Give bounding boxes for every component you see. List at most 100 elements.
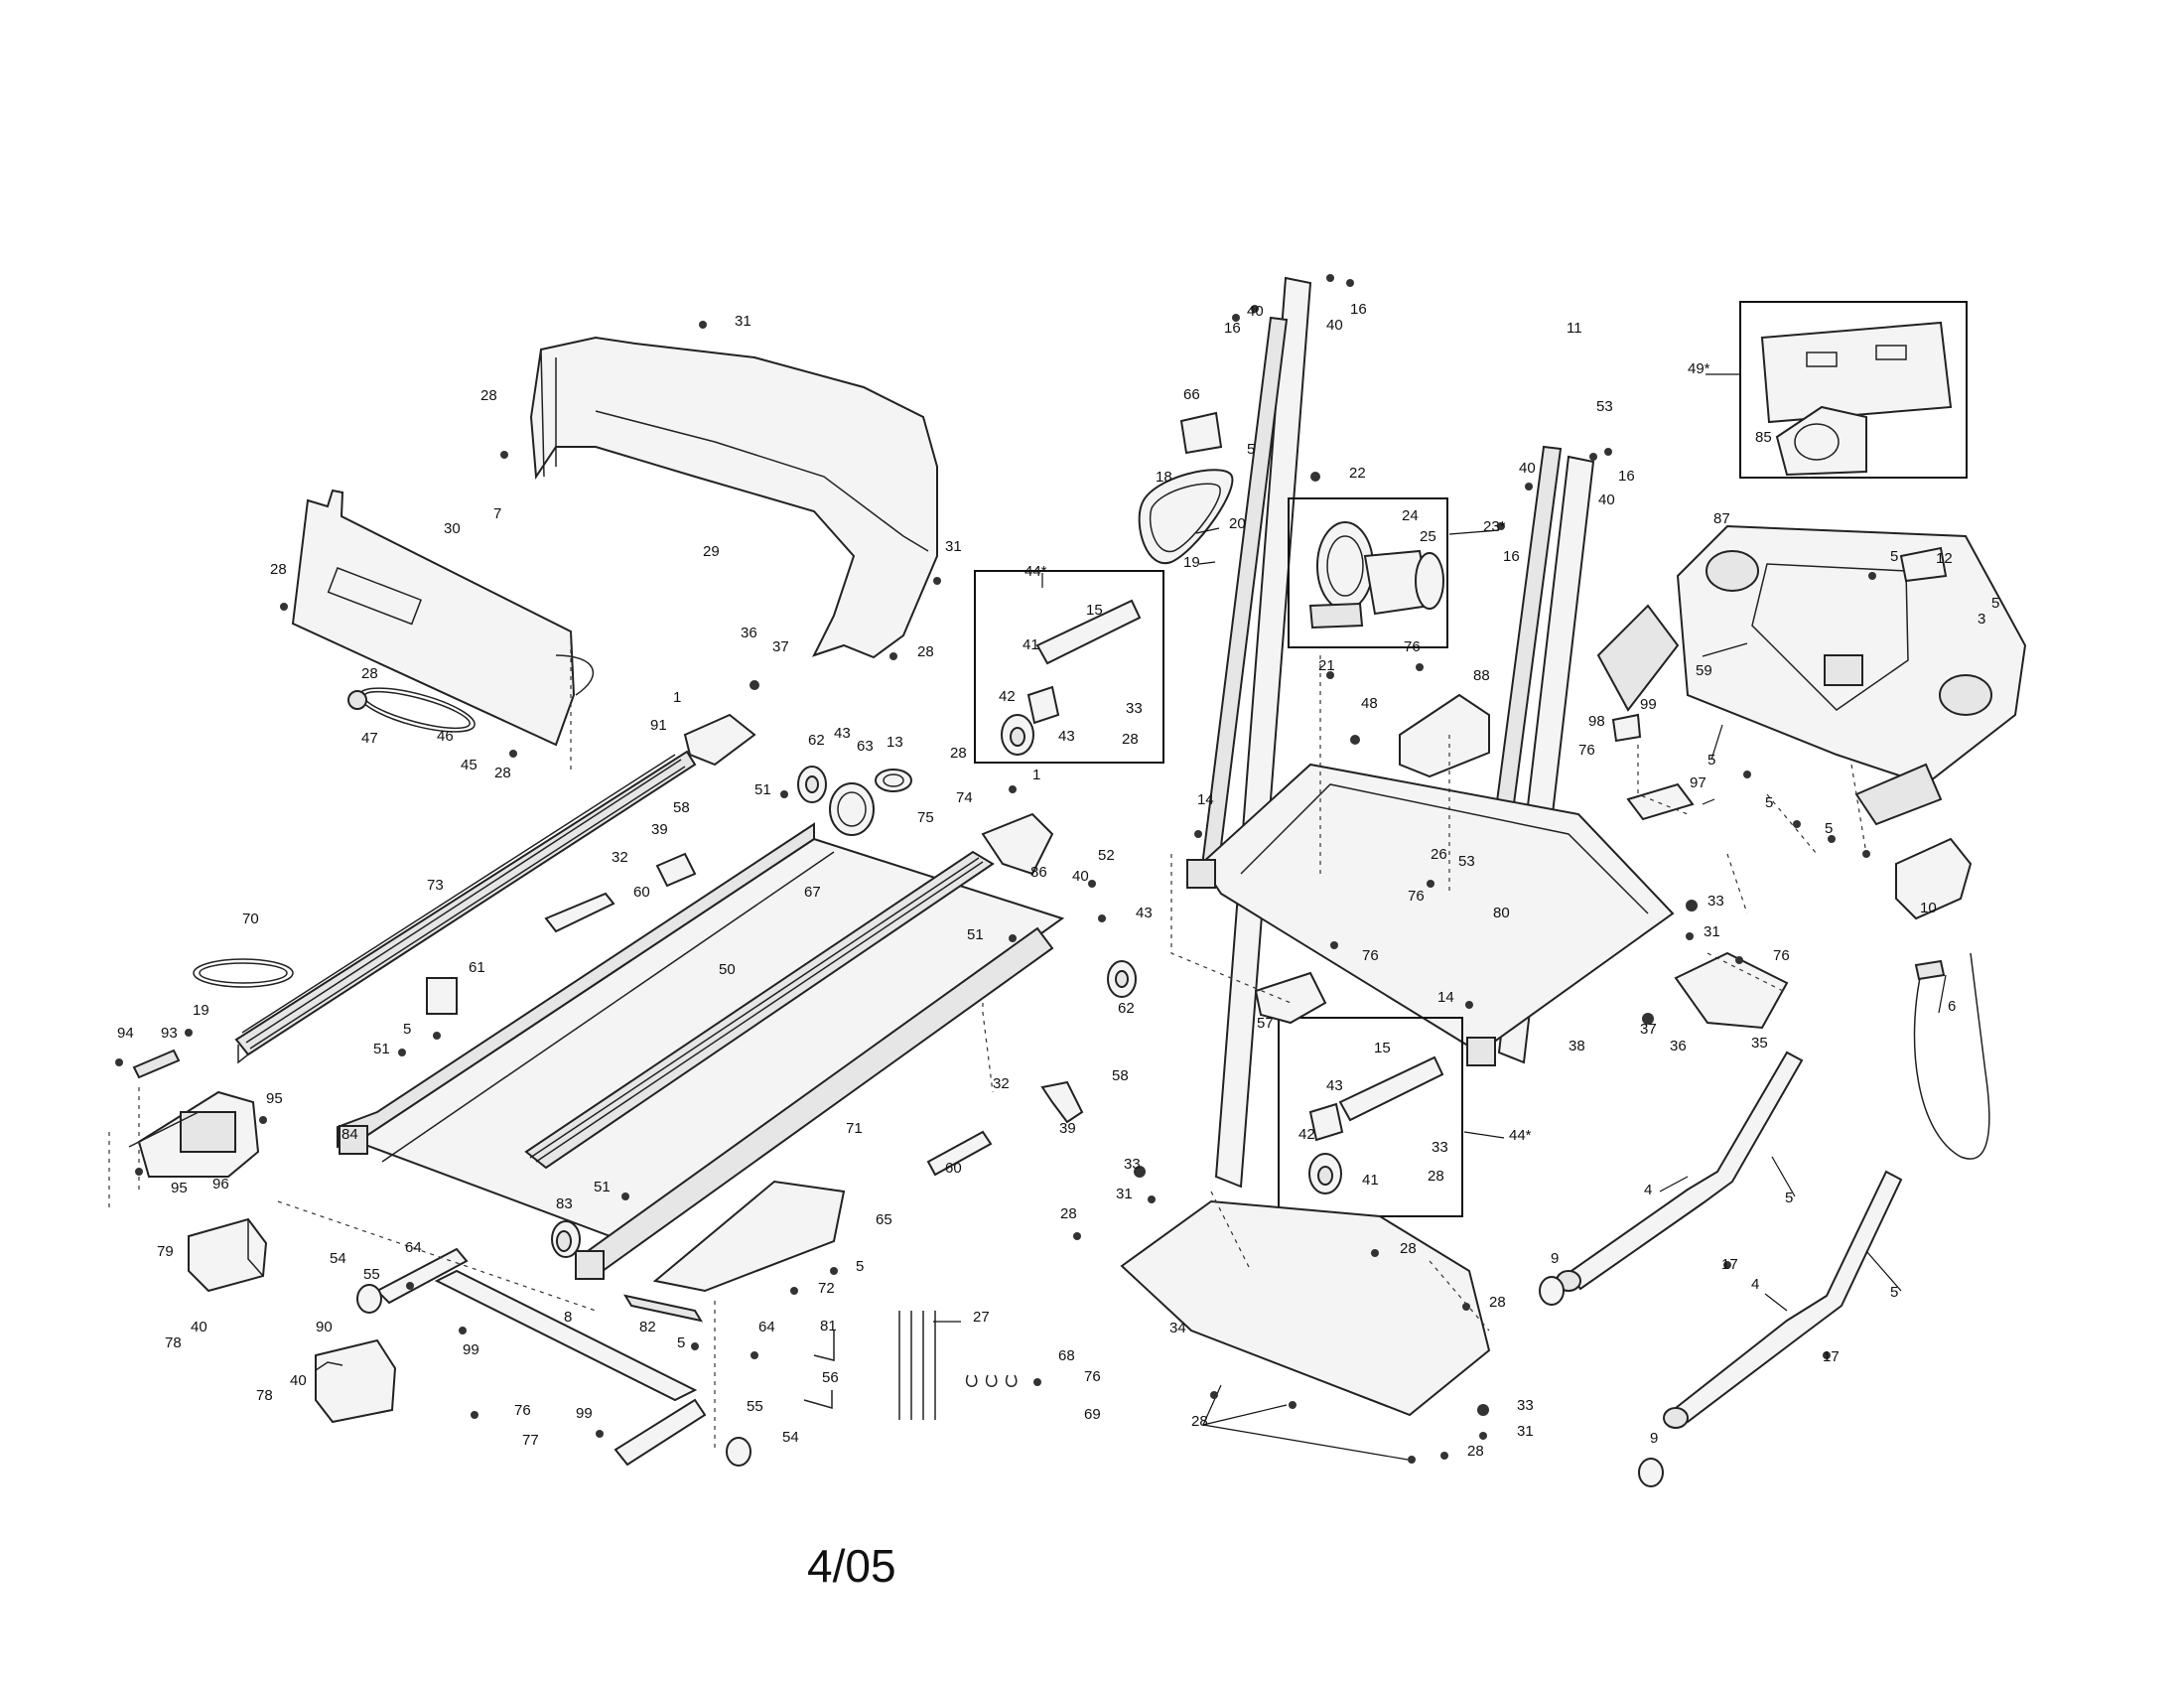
callout-label: 15 (1374, 1040, 1391, 1056)
callout-label: 60 (633, 884, 650, 901)
callout-label: 47 (361, 730, 378, 747)
callout-label: 48 (1361, 695, 1378, 712)
callout-label: 37 (772, 638, 789, 655)
callout-label: 86 (1030, 864, 1047, 881)
callout-label: 28 (361, 665, 378, 682)
bracket-58b (1040, 1080, 1084, 1124)
plate-97 (1626, 782, 1695, 821)
callout-label: 16 (1224, 320, 1241, 337)
callout-label: 61 (469, 959, 485, 976)
callout-label: 76 (1773, 947, 1790, 964)
callout-label: 99 (1640, 696, 1657, 713)
wrench-56 (803, 1390, 833, 1409)
callout-label: 68 (1058, 1347, 1075, 1364)
callout-label: 16 (1350, 301, 1367, 318)
callout-label: 28 (480, 387, 497, 404)
callout-label: 31 (1116, 1186, 1133, 1202)
callout-label: 33 (1707, 893, 1724, 910)
bracket-99 (1611, 713, 1642, 743)
callout-label: 33 (1124, 1156, 1141, 1173)
frame-84 (337, 822, 815, 1155)
console-base-85 (1775, 405, 1867, 477)
callout-label: 79 (157, 1243, 174, 1260)
hardware-fasteners (115, 274, 1876, 1464)
callout-label: 59 (1696, 662, 1712, 679)
callout-label: 76 (1578, 742, 1595, 759)
callout-label: 23* (1483, 518, 1506, 535)
bracket-91 (683, 713, 756, 767)
handrail-4a (1556, 1051, 1804, 1292)
callout-label: 97 (1690, 774, 1706, 791)
callout-label: 65 (876, 1211, 892, 1228)
callout-label: 88 (1473, 667, 1490, 684)
callout-label: 98 (1588, 713, 1605, 730)
callout-label: 40 (1247, 303, 1264, 320)
callout-label: 5 (403, 1021, 411, 1038)
callout-label: 43 (1136, 905, 1153, 921)
callout-label: 73 (427, 877, 444, 894)
callout-label: 83 (556, 1195, 573, 1212)
roller-kit-box-44-upper (974, 570, 1164, 764)
console-kit-box-49 (1739, 301, 1968, 479)
callout-label: 76 (1408, 888, 1425, 905)
callout-label: 84 (341, 1126, 358, 1143)
callout-label: 55 (363, 1266, 380, 1283)
callout-label: 41 (1023, 636, 1039, 653)
right-frame-71 (575, 926, 1054, 1280)
callout-label: 19 (193, 1002, 209, 1019)
console-87 (1596, 524, 2027, 826)
drive-belt-18 (1138, 469, 1234, 565)
console-overlay-11 (1760, 321, 1953, 424)
callout-label: 40 (1519, 460, 1536, 477)
callout-label: 10 (1920, 900, 1937, 916)
motor-assembly-96 (128, 1090, 260, 1178)
callout-label: 28 (1400, 1240, 1417, 1257)
callout-label: 28 (1467, 1443, 1484, 1460)
bracket-35 (1674, 951, 1789, 1030)
callout-label: 80 (1493, 905, 1510, 921)
bracket-86 (981, 812, 1054, 876)
callout-label: 76 (1362, 947, 1379, 964)
callout-label: 15 (1086, 602, 1103, 619)
callout-label: 31 (1704, 923, 1720, 940)
bracket-10 (1895, 837, 1973, 920)
console-label-12 (1899, 546, 1948, 583)
hood-bracket-30 (291, 489, 595, 747)
clip-93 (132, 1049, 181, 1079)
assembly-guide-lines (108, 632, 1867, 1450)
callout-label: 5 (1765, 794, 1773, 811)
callout-label: 40 (1326, 317, 1343, 334)
callout-label: 50 (719, 961, 736, 978)
motor-kit-box-23 (1288, 497, 1448, 648)
callout-label: 53 (1458, 853, 1475, 870)
callout-label: 90 (316, 1319, 333, 1335)
callout-label: 17 (1823, 1348, 1840, 1365)
callout-label: 91 (650, 717, 667, 734)
callout-label: 99 (576, 1405, 593, 1422)
callout-label: 25 (1420, 528, 1436, 545)
callout-label: 28 (494, 765, 511, 781)
callout-label: 36 (741, 625, 757, 641)
callout-label: 54 (782, 1429, 799, 1446)
callout-label: 99 (463, 1341, 479, 1358)
roller-assembly-upper (1001, 599, 1142, 756)
callout-label: 51 (594, 1179, 611, 1195)
callout-label: 9 (1551, 1250, 1559, 1267)
callout-label: 63 (857, 738, 874, 755)
callout-label: 5 (1707, 752, 1715, 769)
date-code: 4/05 (807, 1540, 896, 1592)
callout-label: 93 (161, 1025, 178, 1042)
base-pan-34 (1120, 1199, 1491, 1417)
callout-label: 30 (444, 520, 461, 537)
callout-label: 22 (1349, 465, 1366, 482)
callout-label: 43 (1058, 728, 1075, 745)
callout-label: 54 (330, 1250, 346, 1267)
callout-label: 5 (1825, 820, 1833, 837)
callout-label: 37 (1640, 1021, 1657, 1038)
callout-label: 82 (639, 1319, 656, 1335)
callout-label: 40 (1598, 491, 1615, 508)
callout-label: 34 (1169, 1320, 1186, 1336)
callout-label: 41 (1362, 1172, 1379, 1189)
callout-label: 51 (373, 1041, 390, 1057)
